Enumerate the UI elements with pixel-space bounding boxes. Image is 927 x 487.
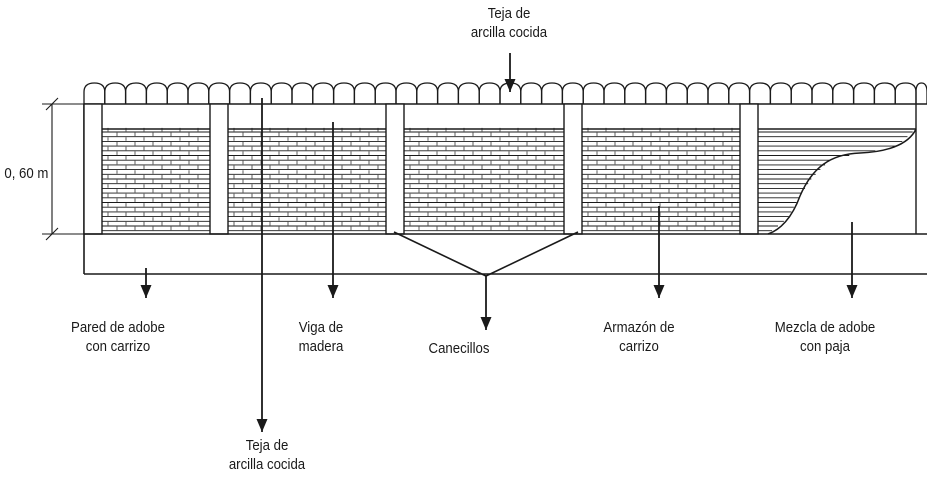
wood-post: [385, 103, 405, 235]
roof-tile: [291, 82, 314, 104]
roof-tile: [603, 82, 626, 104]
callout-arrows: [140, 53, 858, 432]
roof-tile: [707, 82, 730, 104]
roof-tile: [187, 82, 210, 104]
roof-tile: [228, 82, 252, 104]
roof-tile: [416, 82, 439, 104]
roof-tile: [166, 82, 189, 104]
roof-tile: [832, 82, 855, 104]
roof-tile: [478, 82, 501, 104]
label-canecillos: Canecillos: [428, 340, 490, 357]
roof-tile: [395, 82, 418, 104]
roof-tile: [748, 82, 772, 104]
wood-post: [739, 103, 759, 235]
canecillo-leader-left: [393, 231, 487, 277]
arrow-mezcla-head: [846, 285, 858, 298]
roof-tile: [208, 82, 231, 104]
arrow-pared-head: [140, 285, 152, 298]
roof-tile: [873, 82, 896, 104]
roof-tile: [374, 82, 397, 104]
wood-post: [83, 103, 103, 235]
roof-tile: [915, 82, 927, 104]
arrow-teja-top-head: [504, 79, 516, 92]
roof-tile: [270, 82, 293, 104]
roof-tile: [312, 82, 335, 104]
roof-tile: [124, 82, 148, 104]
roof-tile: [104, 82, 127, 104]
arrow-viga-head: [327, 285, 339, 298]
label-height: 0, 60 m: [4, 165, 49, 182]
roof-tile: [353, 82, 376, 104]
roof-tile: [540, 82, 564, 104]
height-dimension: [42, 97, 84, 241]
arrow-teja-bottom-head: [256, 419, 268, 432]
roof-tile: [790, 82, 813, 104]
roof-tile: [686, 82, 709, 104]
roof-tile: [249, 82, 272, 104]
arrow-canecillos-head: [480, 317, 492, 330]
brick-courses: [102, 127, 917, 235]
arrow-armazon-head: [653, 285, 665, 298]
canecillo-leader-right: [485, 231, 579, 277]
roof-tile: [582, 82, 605, 104]
adobe-mix-boundary: [767, 128, 917, 235]
roof-tile: [457, 82, 480, 104]
roof-tiles: [83, 82, 927, 105]
roof-tile: [852, 82, 876, 104]
roof-tile: [561, 82, 584, 104]
roof-tile: [728, 82, 751, 104]
wood-post: [563, 103, 583, 235]
wood-post: [209, 103, 229, 235]
roof-tile: [145, 82, 168, 104]
roof-tile: [332, 82, 356, 104]
wall-base-beam: [84, 233, 927, 275]
dimension-tick: [45, 97, 59, 111]
roof-tile: [811, 82, 834, 104]
roof-tile: [644, 82, 668, 104]
roof-tile: [624, 82, 647, 104]
roof-tile: [769, 82, 792, 104]
dimension-tick: [45, 227, 59, 241]
roof-tile: [436, 82, 460, 104]
roof-tile: [894, 82, 917, 104]
roof-tile: [665, 82, 688, 104]
roof-tile: [520, 82, 543, 104]
roof-tile: [83, 82, 106, 104]
